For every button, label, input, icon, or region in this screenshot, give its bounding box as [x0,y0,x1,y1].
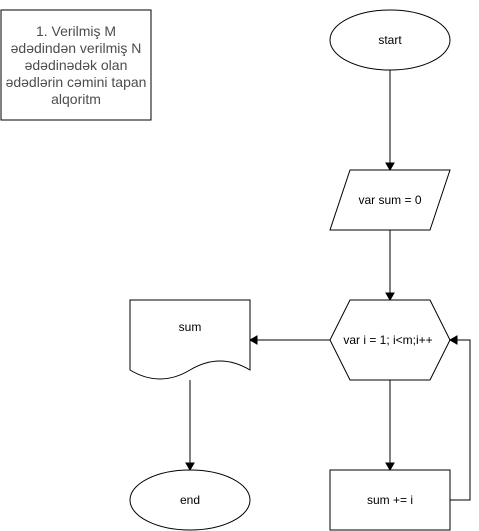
init-label: var sum = 0 [358,193,421,207]
output-document [129,299,251,380]
description-note[interactable]: 1. Verilmiş M ədədindən verilmiş N ədədi… [0,9,152,121]
note-line-1: 1. Verilmiş M [36,23,116,39]
body-rect [329,469,451,531]
start-node[interactable]: start [329,9,451,71]
note-line-3: ədədinədək olan [25,57,128,73]
end-node[interactable]: end [129,469,251,531]
body-label: sum += i [367,493,413,507]
loop-node[interactable]: var i = 1; i<m;i++ [329,299,451,381]
note-box [0,9,152,121]
edge-body-to-loop [448,335,471,501]
edge-init-to-loop [385,230,395,302]
init-parallelogram [329,169,451,231]
start-label: start [378,33,402,47]
note-line-4: ədədlərin cəmini tapan [6,74,147,90]
end-label: end [180,493,200,507]
note-line-5: alqoritm [51,91,101,107]
output-label: sum [179,320,202,334]
edge-start-to-init [385,70,395,172]
edge-output-to-end [185,380,195,472]
loop-label: var i = 1; i<m;i++ [343,333,432,347]
body-node[interactable]: sum += i [329,469,451,531]
end-ellipse [129,469,251,531]
edge-loop-to-output [248,335,330,345]
note-line-2: ədədindən verilmiş N [11,40,142,56]
output-node[interactable]: sum [129,299,251,380]
init-node[interactable]: var sum = 0 [329,169,451,231]
edge-loop-to-body [385,380,395,472]
